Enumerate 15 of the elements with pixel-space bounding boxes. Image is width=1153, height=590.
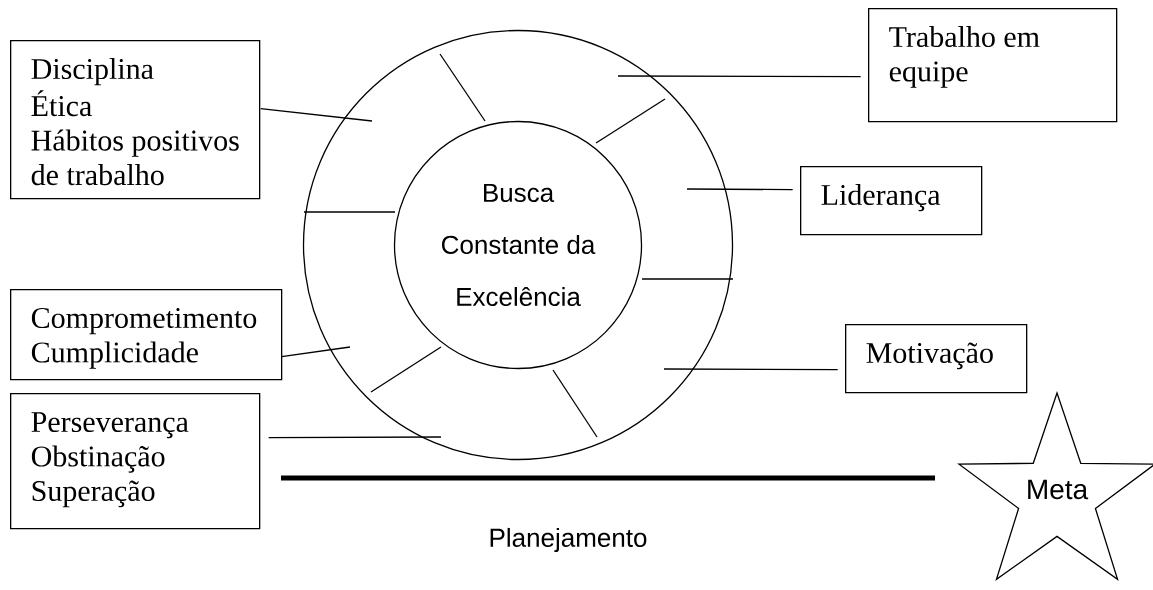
text-box: Comprometimento Cumplicidade — [10, 289, 283, 381]
text-box: Disciplina Ética Hábitos positivos de trabalho — [10, 40, 261, 200]
text-box: Motivação — [845, 324, 1028, 394]
connector-line — [663, 368, 839, 371]
text-box: Trabalho em equipe — [868, 8, 1118, 123]
text-box: Liderança — [800, 166, 983, 236]
path-bar — [281, 475, 935, 481]
connector-line — [686, 188, 794, 191]
connector-line — [268, 436, 442, 439]
outer-ring — [302, 29, 734, 461]
connector-line — [617, 75, 862, 78]
edge-label: Planejamento — [486, 525, 650, 555]
connector-line — [260, 108, 373, 122]
connector-line — [281, 346, 351, 358]
text-box: Perseverança Obstinação Superação — [10, 393, 261, 530]
